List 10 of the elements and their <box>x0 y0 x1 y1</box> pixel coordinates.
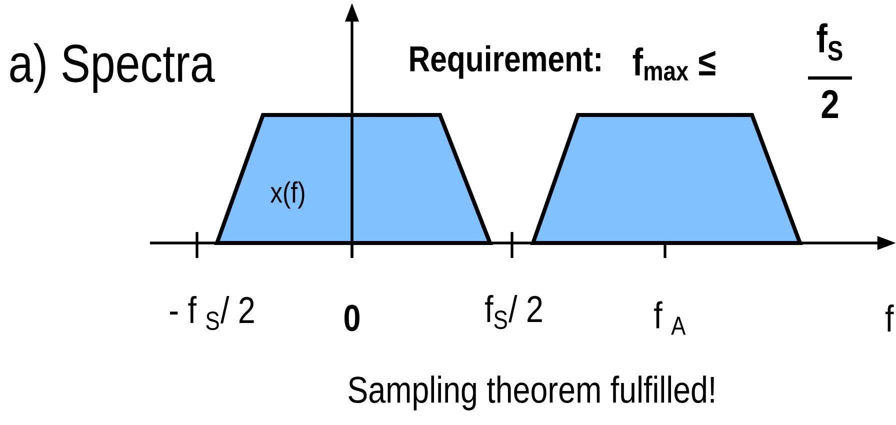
title: a) Spectra <box>10 43 215 93</box>
fraction-denominator: 2 <box>822 90 838 118</box>
requirement-text: Requirement: <box>410 45 600 79</box>
tick-label: - f $_{S}$/ 2 <box>170 296 254 330</box>
tick-label: f$_{S}$/ 2 <box>485 294 542 330</box>
tick-label: f $_{A}$ <box>654 301 686 335</box>
tick-label: 0 <box>344 304 360 332</box>
axis-label: f <box>885 304 894 332</box>
fraction-numerator: f$_{S}$ <box>816 23 842 61</box>
caption: Sampling theorem fulfilled! <box>348 376 714 410</box>
